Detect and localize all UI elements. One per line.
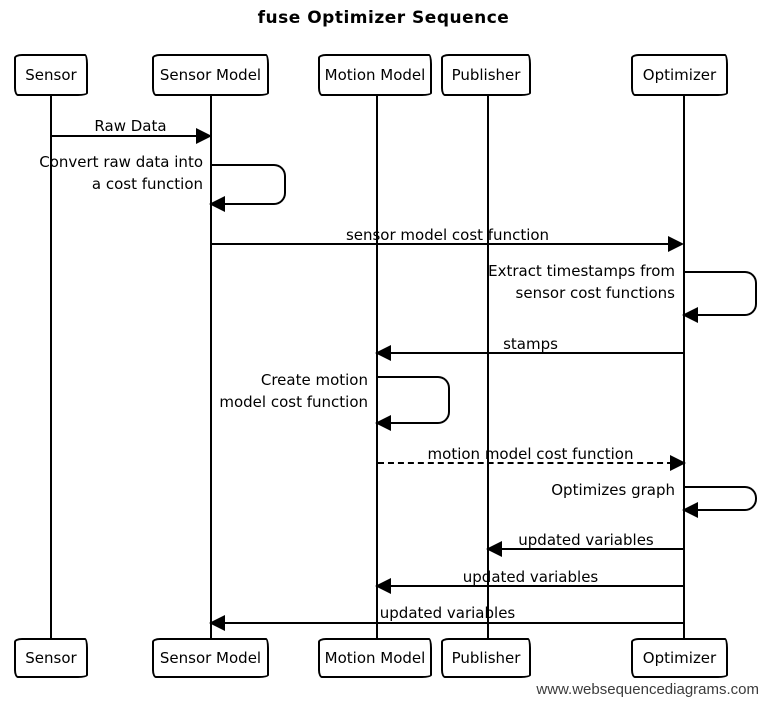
message-label-motion-model-cost-function: motion model cost function: [427, 445, 634, 463]
actor-box-optimizer-top: Optimizer: [631, 54, 728, 96]
actor-label: Sensor Model: [159, 66, 262, 84]
message-arrow-motion-model-cost-function: [378, 455, 686, 471]
actor-label: Optimizer: [642, 649, 717, 667]
watermark-websequencediagrams: www.websequencediagrams.com: [536, 681, 759, 698]
message-arrow-sensor-model-cost-function: [212, 236, 684, 252]
arrowhead-icon: [668, 236, 684, 252]
message-arrow-updated-variables-motion-model: [375, 578, 683, 594]
message-selfloop-convert-raw-data: [209, 164, 286, 212]
arrowhead-icon: [682, 307, 698, 323]
lifeline-sensor-model: [210, 96, 212, 638]
message-label-raw-data: Raw Data: [94, 117, 167, 135]
lifeline-sensor: [50, 96, 52, 638]
arrowhead-icon: [375, 415, 391, 431]
actor-label: Sensor: [25, 66, 77, 84]
message-label-stamps: stamps: [503, 335, 558, 353]
message-label-convert-raw-data: Convert raw data into a cost function: [39, 153, 203, 193]
actor-label: Motion Model: [324, 66, 426, 84]
message-label-create-motion-model: Create motion model cost function: [219, 371, 368, 411]
message-selfloop-extract-timestamps: [682, 271, 757, 323]
arrowhead-icon: [670, 455, 686, 471]
message-arrow-updated-variables-publisher: [486, 541, 683, 557]
message-arrow-raw-data: [51, 128, 212, 144]
lifeline-optimizer: [683, 96, 685, 638]
actor-box-sensor-top: Sensor: [14, 54, 88, 96]
arrowhead-icon: [375, 578, 391, 594]
arrowhead-icon: [682, 502, 698, 518]
actor-label: Motion Model: [324, 649, 426, 667]
actor-label: Sensor Model: [159, 649, 262, 667]
message-selfloop-create-motion-model: [375, 376, 450, 431]
message-label-optimizes-graph: Optimizes graph: [551, 481, 675, 499]
arrowhead-icon: [375, 345, 391, 361]
lifeline-motion-model: [376, 96, 378, 638]
actor-box-motion-model-top: Motion Model: [318, 54, 432, 96]
message-selfloop-optimizes-graph: [682, 486, 757, 518]
actor-label: Publisher: [451, 66, 521, 84]
message-label-updated-variables-motion-model: updated variables: [462, 568, 599, 586]
actor-box-publisher-top: Publisher: [441, 54, 531, 96]
message-arrow-updated-variables-sensor-model: [209, 615, 683, 631]
actor-box-sensor-model-bottom: Sensor Model: [152, 638, 269, 678]
message-label-sensor-model-cost-function: sensor model cost function: [345, 226, 550, 244]
lifeline-publisher: [487, 96, 489, 638]
actor-label: Publisher: [451, 649, 521, 667]
actor-label: Sensor: [25, 649, 77, 667]
message-label-extract-timestamps: Extract timestamps from sensor cost func…: [488, 262, 675, 302]
actor-box-sensor-model-top: Sensor Model: [152, 54, 269, 96]
arrowhead-icon: [209, 615, 225, 631]
arrowhead-icon: [209, 196, 225, 212]
message-label-updated-variables-sensor-model: updated variables: [379, 604, 516, 622]
message-arrow-stamps: [375, 345, 683, 361]
actor-label: Optimizer: [642, 66, 717, 84]
actor-box-publisher-bottom: Publisher: [441, 638, 531, 678]
actor-box-sensor-bottom: Sensor: [14, 638, 88, 678]
actor-box-optimizer-bottom: Optimizer: [631, 638, 728, 678]
message-label-updated-variables-publisher: updated variables: [518, 531, 654, 549]
actor-box-motion-model-bottom: Motion Model: [318, 638, 432, 678]
diagram-title: fuse Optimizer Sequence: [257, 8, 510, 28]
arrowhead-icon: [486, 541, 502, 557]
arrowhead-icon: [196, 128, 212, 144]
